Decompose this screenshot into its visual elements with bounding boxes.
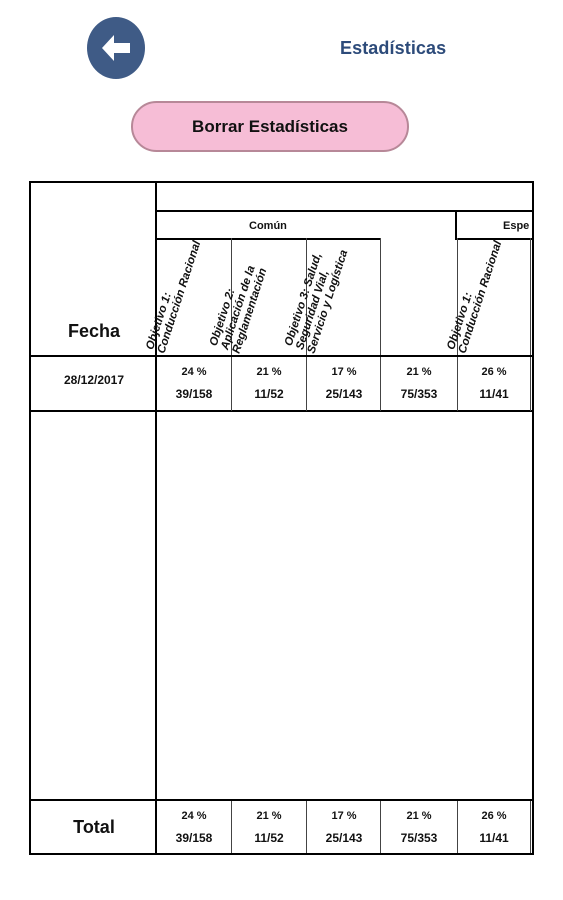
arrow-left-icon <box>102 35 130 61</box>
cell-percent: 26 % <box>481 366 507 378</box>
objective-divider <box>530 238 531 355</box>
cell-ratio: 75/353 <box>400 387 438 401</box>
cell-ratio: 25/143 <box>325 387 363 401</box>
objective-label: Objetivo 1: Conducción Racional <box>144 239 204 355</box>
objective-divider <box>457 238 458 355</box>
objective-header: Objetivo 3: Salud, Seguridad Vial, Servi… <box>283 239 381 355</box>
cell-divider <box>380 357 381 411</box>
cell-ratio: 25/143 <box>325 831 363 845</box>
cell-divider <box>457 357 458 411</box>
cell-divider <box>457 801 458 853</box>
objective-header <box>381 239 457 355</box>
statistics-table: Fecha Común Espe Objetivo 1: Conducción … <box>29 181 534 855</box>
cell-ratio: 11/41 <box>479 831 509 845</box>
objective-header-line-1 <box>157 238 381 240</box>
objective-divider <box>306 238 307 355</box>
cell-divider <box>231 801 232 853</box>
total-cell: 17 % 25/143 <box>307 805 381 849</box>
table-cell: 17 % 25/143 <box>307 361 381 405</box>
header-bottom-line <box>31 355 532 357</box>
cell-divider <box>306 357 307 411</box>
cell-percent: 24 % <box>181 810 207 822</box>
cell-percent: 26 % <box>481 810 507 822</box>
row-date: 28/12/2017 <box>63 373 125 387</box>
cell-divider <box>306 801 307 853</box>
back-button[interactable] <box>87 17 145 79</box>
cell-percent: 17 % <box>331 366 357 378</box>
total-cell: 21 % 11/52 <box>232 805 306 849</box>
total-label: Total <box>73 817 115 837</box>
total-top-line <box>31 799 532 801</box>
cell-percent: 21 % <box>406 366 432 378</box>
objective-divider <box>380 238 381 355</box>
cell-divider <box>530 801 531 853</box>
total-cell: 24 % 39/158 <box>157 805 231 849</box>
table-cell: 21 % 11/52 <box>232 361 306 405</box>
fecha-column-divider <box>155 183 157 853</box>
cell-percent: 17 % <box>331 810 357 822</box>
cell-divider <box>380 801 381 853</box>
table-cell: 21 % 75/353 <box>382 361 456 405</box>
group-divider <box>455 210 457 240</box>
cell-ratio: 39/158 <box>175 831 213 845</box>
row-bottom-line <box>31 410 532 412</box>
fecha-header: Fecha <box>67 321 121 341</box>
group-label-especifico: Espe <box>503 220 530 232</box>
table-cell: 24 % 39/158 <box>157 361 231 405</box>
cell-percent: 21 % <box>256 366 282 378</box>
group-header-line <box>157 210 532 212</box>
objective-divider <box>231 238 232 355</box>
cell-percent: 24 % <box>181 366 207 378</box>
total-cell: 26 % 11/41 <box>457 805 531 849</box>
clear-statistics-button[interactable]: Borrar Estadísticas <box>131 101 409 152</box>
group-label-comun: Común <box>249 220 287 232</box>
cell-divider <box>231 357 232 411</box>
objective-header-line-2 <box>457 238 532 240</box>
objective-label <box>391 243 427 355</box>
cell-ratio: 11/52 <box>254 831 284 845</box>
total-cell: 21 % 75/353 <box>382 805 456 849</box>
cell-ratio: 11/41 <box>479 387 509 401</box>
page-title: Estadísticas <box>340 38 447 58</box>
table-cell: 26 % 11/41 <box>457 361 531 405</box>
cell-ratio: 39/158 <box>175 387 213 401</box>
cell-ratio: 75/353 <box>400 831 438 845</box>
cell-divider <box>530 357 531 411</box>
objective-header: Objetivo 1: Conducción Racional <box>445 239 532 355</box>
cell-ratio: 11/52 <box>254 387 284 401</box>
cell-percent: 21 % <box>406 810 432 822</box>
cell-percent: 21 % <box>256 810 282 822</box>
